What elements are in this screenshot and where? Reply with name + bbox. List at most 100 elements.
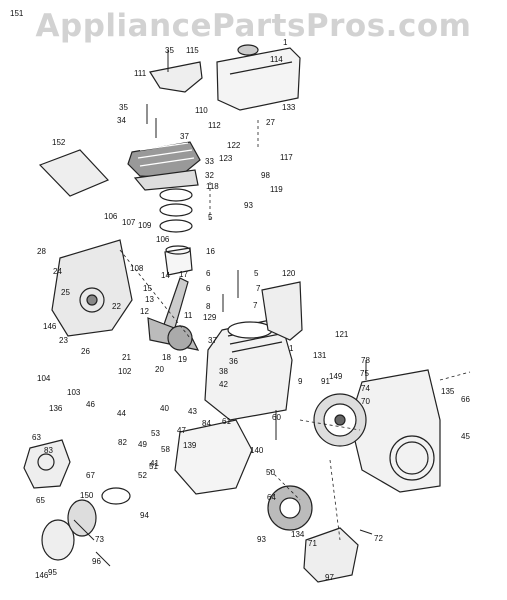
cylinder-head-part <box>127 141 201 191</box>
part-callout: 26 <box>81 347 90 356</box>
part-callout: 14 <box>161 271 170 280</box>
part-callout: 37 <box>180 132 189 141</box>
part-callout: 51 <box>149 462 158 471</box>
part-callout: 114 <box>270 55 283 64</box>
part-callout: 131 <box>313 351 327 360</box>
part-callout: 20 <box>155 365 164 374</box>
part-callout: 82 <box>118 438 127 447</box>
part-callout: 50 <box>266 468 275 477</box>
part-callout: 36 <box>229 357 238 366</box>
blower-housing-part <box>349 369 441 493</box>
part-callout: 74 <box>361 384 370 393</box>
part-callout: 104 <box>37 374 51 383</box>
part-callout: 33 <box>205 157 214 166</box>
part-callout: 98 <box>261 171 270 180</box>
instruction-card-part <box>38 149 110 197</box>
part-callout: 135 <box>441 387 455 396</box>
part-callout: 97 <box>325 573 334 582</box>
part-callout: 19 <box>178 355 187 364</box>
flywheel-part <box>313 393 367 447</box>
cylinder-shroud-part <box>261 281 303 341</box>
part-callout: 42 <box>219 380 228 389</box>
part-callout: 18 <box>162 353 171 362</box>
part-callout: 134 <box>291 530 305 539</box>
part-callout: 27 <box>266 118 275 127</box>
part-callout: 122 <box>227 141 241 150</box>
part-callout: 112 <box>208 121 221 130</box>
part-callout: 84 <box>202 419 211 428</box>
base-pan-part <box>174 419 253 495</box>
part-callout: 93 <box>257 535 266 544</box>
part-callout: 70 <box>361 397 370 406</box>
part-callout: 40 <box>160 404 169 413</box>
part-callout: 83 <box>44 446 53 455</box>
part-callout: 146 <box>43 322 57 331</box>
part-callout: 150 <box>80 491 94 500</box>
part-callout: 24 <box>53 267 62 276</box>
part-callout: 37 <box>208 336 217 345</box>
part-callout: 47 <box>177 426 186 435</box>
part-callout: 23 <box>59 336 68 345</box>
part-callout: 35 <box>165 46 174 55</box>
part-callout: 60 <box>272 413 281 422</box>
part-callout: 103 <box>67 388 81 397</box>
part-callout: 115 <box>186 46 199 55</box>
fuel-tank-part <box>216 44 301 111</box>
part-callout: 91 <box>321 377 330 386</box>
recoil-starter-part <box>303 527 359 583</box>
watermark: AppliancePartsPros.com <box>35 8 472 44</box>
part-callout: 49 <box>138 440 147 449</box>
part-callout: 64 <box>267 493 276 502</box>
part-callout: 75 <box>360 369 369 378</box>
part-callout: 44 <box>117 409 126 418</box>
part-callout: 109 <box>138 221 152 230</box>
crankshaft-part <box>147 317 200 351</box>
part-callout: 72 <box>374 534 383 543</box>
part-callout: 8 <box>206 302 211 311</box>
part-callout: 32 <box>205 171 214 180</box>
part-callout: 17 <box>179 270 188 279</box>
part-callout: 102 <box>118 367 132 376</box>
piston-part <box>164 245 193 276</box>
part-callout: 96 <box>92 557 101 566</box>
part-callout: 5 <box>208 213 213 222</box>
part-callout: 43 <box>188 407 197 416</box>
part-callout: 110 <box>195 106 208 115</box>
part-callout: 1 <box>283 38 288 47</box>
part-callout: 9 <box>298 377 303 386</box>
tank-bracket-part <box>149 61 203 93</box>
part-callout: 120 <box>282 269 296 278</box>
part-callout: 140 <box>250 446 264 455</box>
part-callout: 117 <box>280 153 293 162</box>
part-callout: 15 <box>143 284 152 293</box>
part-callout: 129 <box>203 313 217 322</box>
part-callout: 107 <box>122 218 136 227</box>
part-callout: 152 <box>52 138 66 147</box>
part-callout: 12 <box>140 307 149 316</box>
part-callout: 6 <box>206 284 211 293</box>
crankcase-cover-part <box>51 239 133 337</box>
part-callout: 71 <box>308 539 317 548</box>
part-callout: 21 <box>122 353 131 362</box>
part-callout: 25 <box>61 288 70 297</box>
part-callout: 28 <box>37 247 46 256</box>
part-callout: 46 <box>86 400 95 409</box>
part-callout: 94 <box>140 511 149 520</box>
part-callout: 95 <box>48 568 57 577</box>
part-callout: 146 <box>35 571 49 580</box>
part-callout: 7 <box>253 301 258 310</box>
part-callout: 119 <box>270 185 283 194</box>
part-callout: 139 <box>183 441 197 450</box>
part-callout: 123 <box>219 154 233 163</box>
part-callout: 151 <box>10 9 24 18</box>
part-callout: 13 <box>145 295 154 304</box>
part-callout: 118 <box>206 182 219 191</box>
part-callout: 34 <box>117 116 126 125</box>
part-callout: 16 <box>206 247 215 256</box>
part-callout: 121 <box>335 330 349 339</box>
part-callout: 111 <box>134 69 147 78</box>
part-callout: 149 <box>329 372 343 381</box>
part-callout: 6 <box>206 269 211 278</box>
part-callout: 22 <box>112 302 121 311</box>
